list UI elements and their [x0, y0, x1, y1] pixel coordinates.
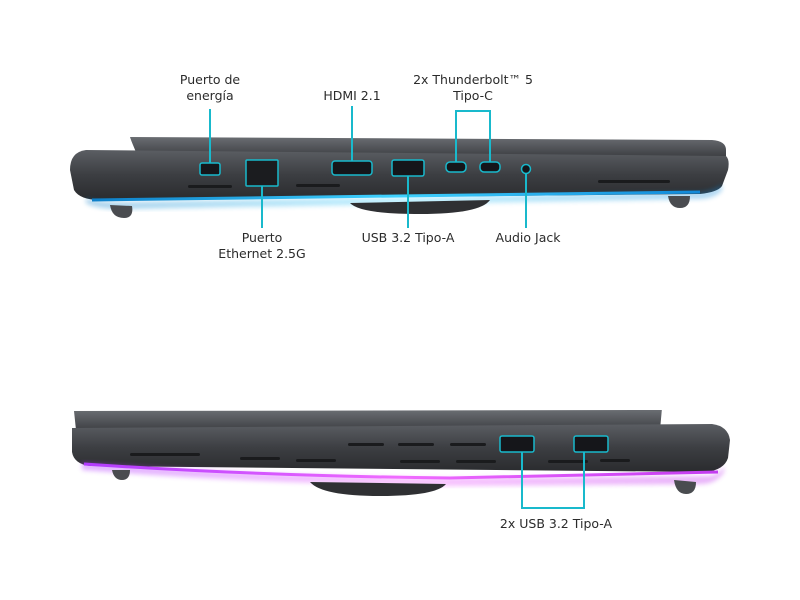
- laptop-lid: [130, 137, 726, 156]
- usb-a-port-1: [499, 435, 535, 453]
- vent: [400, 460, 440, 463]
- label-usb-a: USB 3.2 Tipo-A: [361, 230, 455, 245]
- vent: [240, 457, 280, 460]
- foot-right-right: [674, 480, 696, 494]
- vent: [548, 460, 588, 463]
- label-thunderbolt: 2x Thunderbolt™ 5 Tipo-C: [413, 72, 533, 103]
- vent: [188, 185, 232, 188]
- callout-lines-top: [209, 106, 527, 228]
- thunderbolt-port-2: [479, 161, 501, 173]
- power-port: [199, 162, 221, 176]
- foot-right: [668, 196, 690, 208]
- base-bottom-right: [310, 482, 446, 496]
- vent: [600, 459, 630, 462]
- ethernet-port: [245, 159, 279, 187]
- callout-lines-bottom: [521, 452, 585, 509]
- vent: [296, 459, 336, 462]
- label-hdmi: HDMI 2.1: [323, 88, 381, 103]
- light-bar-pink: [83, 462, 719, 480]
- foot-left-right: [112, 470, 130, 480]
- vent: [450, 443, 486, 446]
- laptop-base-right: [72, 424, 730, 472]
- usb-a-port: [391, 159, 425, 177]
- hdmi-port: [331, 160, 373, 176]
- label-audio-jack: Audio Jack: [495, 230, 561, 245]
- audio-jack-port: [520, 163, 532, 175]
- label-power-port: Puerto de energía: [179, 72, 241, 103]
- vent: [296, 184, 340, 187]
- usb-a-port-2: [573, 435, 609, 453]
- vent: [398, 443, 434, 446]
- base-bottom: [350, 200, 490, 214]
- label-usb-a-pair: 2x USB 3.2 Tipo-A: [499, 516, 613, 531]
- vent: [456, 460, 496, 463]
- laptop-lid-right: [74, 410, 666, 430]
- vent: [348, 443, 384, 446]
- vent: [598, 180, 670, 183]
- foot-left: [110, 205, 133, 218]
- thunderbolt-port-1: [445, 161, 467, 173]
- vent: [130, 453, 200, 456]
- light-bar-blue: [91, 190, 701, 202]
- label-ethernet: Puerto Ethernet 2.5G: [218, 230, 306, 261]
